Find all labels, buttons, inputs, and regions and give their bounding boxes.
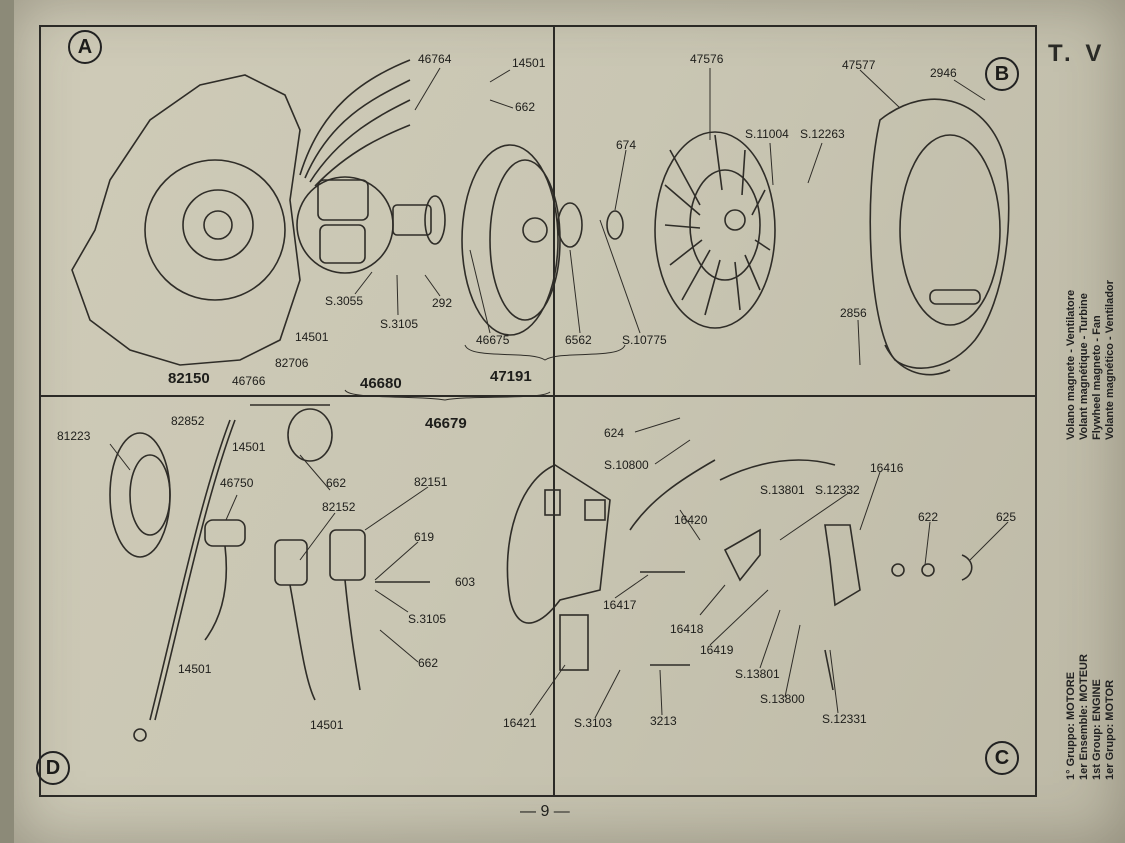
part-label: 16416 [870, 461, 904, 475]
part-label: S.12332 [815, 483, 860, 497]
part-label: 16421 [503, 716, 537, 730]
part-label-major: 47191 [490, 368, 532, 385]
side-caption-group-3: 1st Group: ENGINE [1091, 679, 1103, 780]
part-label: 46750 [220, 476, 254, 490]
part-label: 46766 [232, 374, 266, 388]
quadrant-label-d: D [36, 751, 70, 785]
part-label: 16418 [670, 622, 704, 636]
horizontal-divider [39, 395, 1035, 397]
part-label: S.3105 [380, 317, 419, 331]
part-label: 14501 [512, 56, 546, 70]
part-label: 82152 [322, 500, 356, 514]
quadrant-label-c: C [985, 741, 1019, 775]
part-label: S.11004 [745, 127, 789, 141]
part-label: S.13801 [760, 483, 805, 497]
page-number: — 9 — [520, 803, 570, 820]
part-label: 16417 [603, 598, 637, 612]
part-label: 662 [326, 476, 347, 490]
part-label: S.12331 [822, 712, 867, 726]
part-label: 2856 [840, 306, 867, 320]
part-label: 619 [414, 530, 435, 544]
part-label: S.13800 [760, 692, 805, 706]
quadrant-label-b: B [985, 57, 1019, 91]
part-label: 14501 [310, 718, 344, 732]
part-label: S.3055 [325, 294, 364, 308]
part-label: S.3103 [574, 716, 613, 730]
flywheel-drawing [461, 144, 559, 336]
plate-frame [39, 25, 1037, 797]
part-label: 624 [604, 426, 625, 440]
part-label: 14501 [232, 440, 266, 454]
side-caption-title-1: Volano magnete - Ventilatore [1065, 289, 1077, 440]
quadrant-label-a: A [68, 30, 102, 64]
part-label: S.12263 [800, 127, 845, 141]
part-label: 625 [996, 510, 1017, 524]
catalog-page [14, 0, 1125, 843]
part-label: S.3105 [408, 612, 447, 626]
coil-drawing [274, 539, 308, 586]
plate-id: T. V [1048, 40, 1106, 67]
part-label: 14501 [295, 330, 329, 344]
part-label: 662 [515, 100, 536, 114]
part-label: 662 [418, 656, 439, 670]
contact-arm-drawing [824, 524, 861, 607]
part-label-major: 82150 [168, 370, 210, 387]
side-caption-title-4: Volante magnético - Ventilador [1104, 280, 1116, 440]
part-label-major: 46680 [360, 375, 402, 392]
part-label: 82151 [414, 475, 448, 489]
part-label: S.10800 [604, 458, 649, 472]
part-label: 82706 [275, 356, 309, 370]
part-label: 674 [616, 138, 637, 152]
part-label: 16420 [674, 513, 708, 527]
side-caption-group-1: 1° Gruppo: MOTORE [1065, 671, 1077, 780]
side-caption-title-3: Flywheel magneto - Fan [1091, 315, 1103, 440]
breaker-plate-drawing [506, 464, 611, 624]
side-caption-group-2: 1er Ensemble: MOTEUR [1078, 654, 1090, 780]
part-label: 292 [432, 296, 453, 310]
part-label: 3213 [650, 714, 677, 728]
part-label-major: 46679 [425, 415, 467, 432]
part-label: 16419 [700, 643, 734, 657]
part-label: 622 [918, 510, 939, 524]
part-label: 82852 [171, 414, 205, 428]
part-label: 46675 [476, 333, 510, 347]
side-caption-title-2: Volant magnétique - Turbine [1078, 293, 1090, 440]
part-label: 47577 [842, 58, 876, 72]
crankcase-drawing [71, 74, 301, 366]
part-label: 47576 [690, 52, 724, 66]
part-label: 2946 [930, 66, 957, 80]
cowling-drawing [869, 98, 1010, 369]
part-label: 46764 [418, 52, 452, 66]
part-label: S.13801 [735, 667, 780, 681]
side-caption-group-4: 1er Grupo: MOTOR [1104, 679, 1116, 780]
vertical-divider [553, 25, 555, 795]
part-label: 81223 [57, 429, 91, 443]
fan-drawing [654, 131, 776, 329]
part-label: 6562 [565, 333, 592, 347]
part-label: 14501 [178, 662, 212, 676]
part-label: 603 [455, 575, 476, 589]
part-label: S.10775 [622, 333, 667, 347]
